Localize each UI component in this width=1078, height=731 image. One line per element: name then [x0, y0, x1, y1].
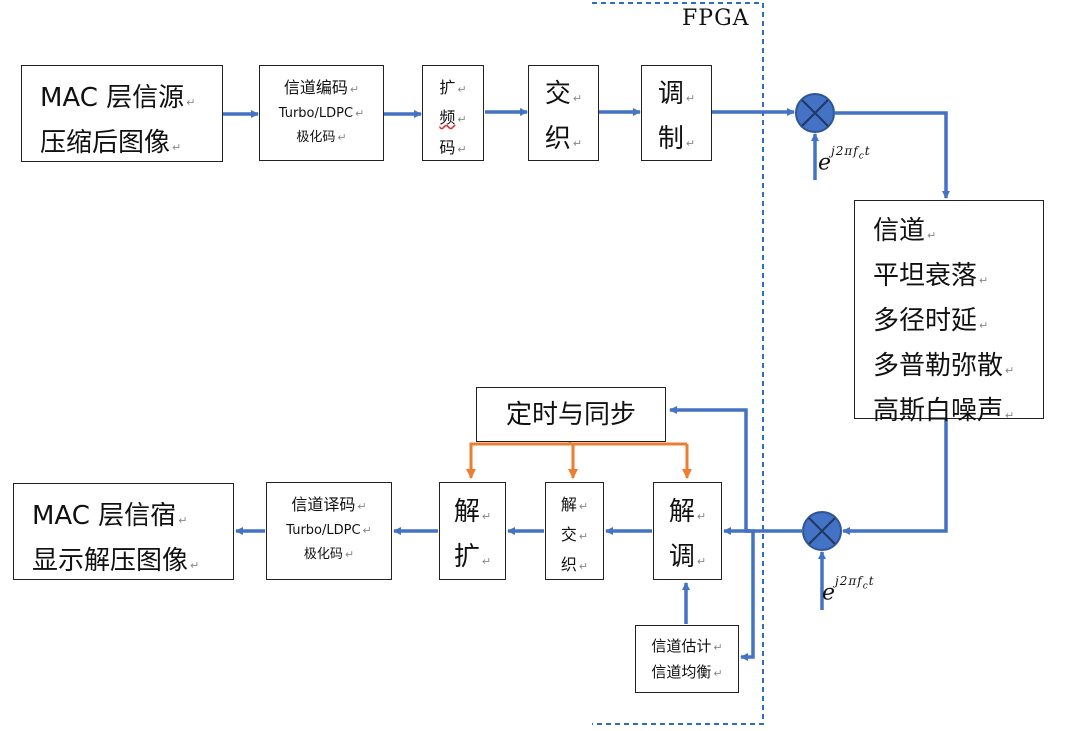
demodulate-block: 解 调 — [653, 482, 722, 580]
fpga-label: FPGA — [682, 6, 750, 31]
tx-carrier-label: ej2πfct — [818, 144, 871, 176]
source-block: MAC 层信源 压缩后图像 — [21, 65, 223, 162]
channel-block: 信道 平坦衰落 多径时延 多普勒弥散 高斯白噪声 — [854, 200, 1044, 426]
channel-coding-block: 信道编码 Turbo/LDPC 极化码 — [259, 65, 384, 161]
arrow-mixer-to-channel — [834, 111, 950, 199]
channel-decoding-block: 信道译码 Turbo/LDPC 极化码 — [266, 482, 392, 580]
modulate-block: 调 制 — [641, 65, 712, 161]
arrow-to-estimation — [740, 529, 755, 661]
sync-bus — [466, 441, 572, 479]
interleave-block: 交 织 — [528, 65, 599, 161]
rx-carrier-label: ej2πfct — [822, 574, 875, 606]
deinterleave-block: 解 交 织 — [545, 482, 604, 580]
arrow-channel-to-rx-mixer — [842, 419, 948, 535]
despread-block: 解 扩 — [439, 482, 506, 580]
timing-sync-block: 定时与同步 — [476, 387, 666, 442]
spreading-block: 扩 频 码 — [422, 65, 484, 161]
sink-block: MAC 层信宿 显示解压图像 — [13, 483, 234, 580]
fpga-boundary — [592, 2, 764, 725]
estimation-block: 信道估计 信道均衡 — [635, 625, 739, 693]
